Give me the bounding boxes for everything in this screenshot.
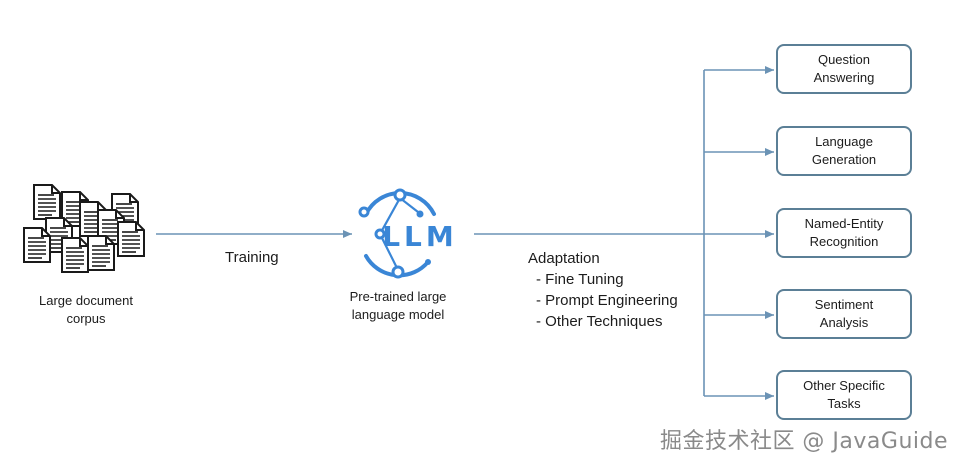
task-label-line1: Sentiment: [814, 297, 874, 312]
adaptation-item: - Prompt Engineering: [536, 292, 678, 309]
document-stack-icon: [23, 184, 145, 273]
adaptation-item: - Other Techniques: [536, 313, 663, 330]
watermark: 掘金技术社区 @ JavaGuide: [659, 429, 948, 454]
task-box-named-entity-recognition: Named-Entity Recognition: [776, 208, 912, 258]
task-label-line2: Recognition: [809, 234, 879, 249]
llm-label: Pre-trained large language model: [338, 288, 458, 324]
llm-logo-text: LLM: [382, 220, 458, 253]
corpus-label-line2: corpus: [66, 311, 106, 326]
task-box-sentiment-analysis: Sentiment Analysis: [776, 289, 912, 339]
training-label: Training: [225, 249, 279, 266]
task-label-line2: Tasks: [827, 396, 861, 411]
corpus-label-line1: Large document: [39, 293, 133, 308]
adaptation-block: Adaptation - Fine Tuning - Prompt Engine…: [528, 249, 678, 332]
task-label-line1: Language: [815, 134, 873, 149]
llm-label-line1: Pre-trained large: [349, 289, 447, 304]
task-label-line1: Other Specific: [803, 378, 885, 393]
corpus-label: Large document corpus: [28, 292, 144, 328]
task-label-line2: Answering: [813, 70, 875, 85]
task-box-question-answering: Question Answering: [776, 44, 912, 94]
task-label-line1: Question: [817, 52, 871, 67]
task-label-line2: Analysis: [819, 315, 869, 330]
task-box-other-specific-tasks: Other Specific Tasks: [776, 370, 912, 420]
task-label-line1: Named-Entity: [804, 216, 884, 231]
task-label-line2: Generation: [811, 152, 877, 167]
adaptation-item: - Fine Tuning: [536, 271, 624, 288]
llm-logo-icon: LLM: [358, 188, 458, 279]
adaptation-title: Adaptation: [528, 250, 600, 267]
llm-label-line2: language model: [351, 307, 445, 322]
task-box-language-generation: Language Generation: [776, 126, 912, 176]
